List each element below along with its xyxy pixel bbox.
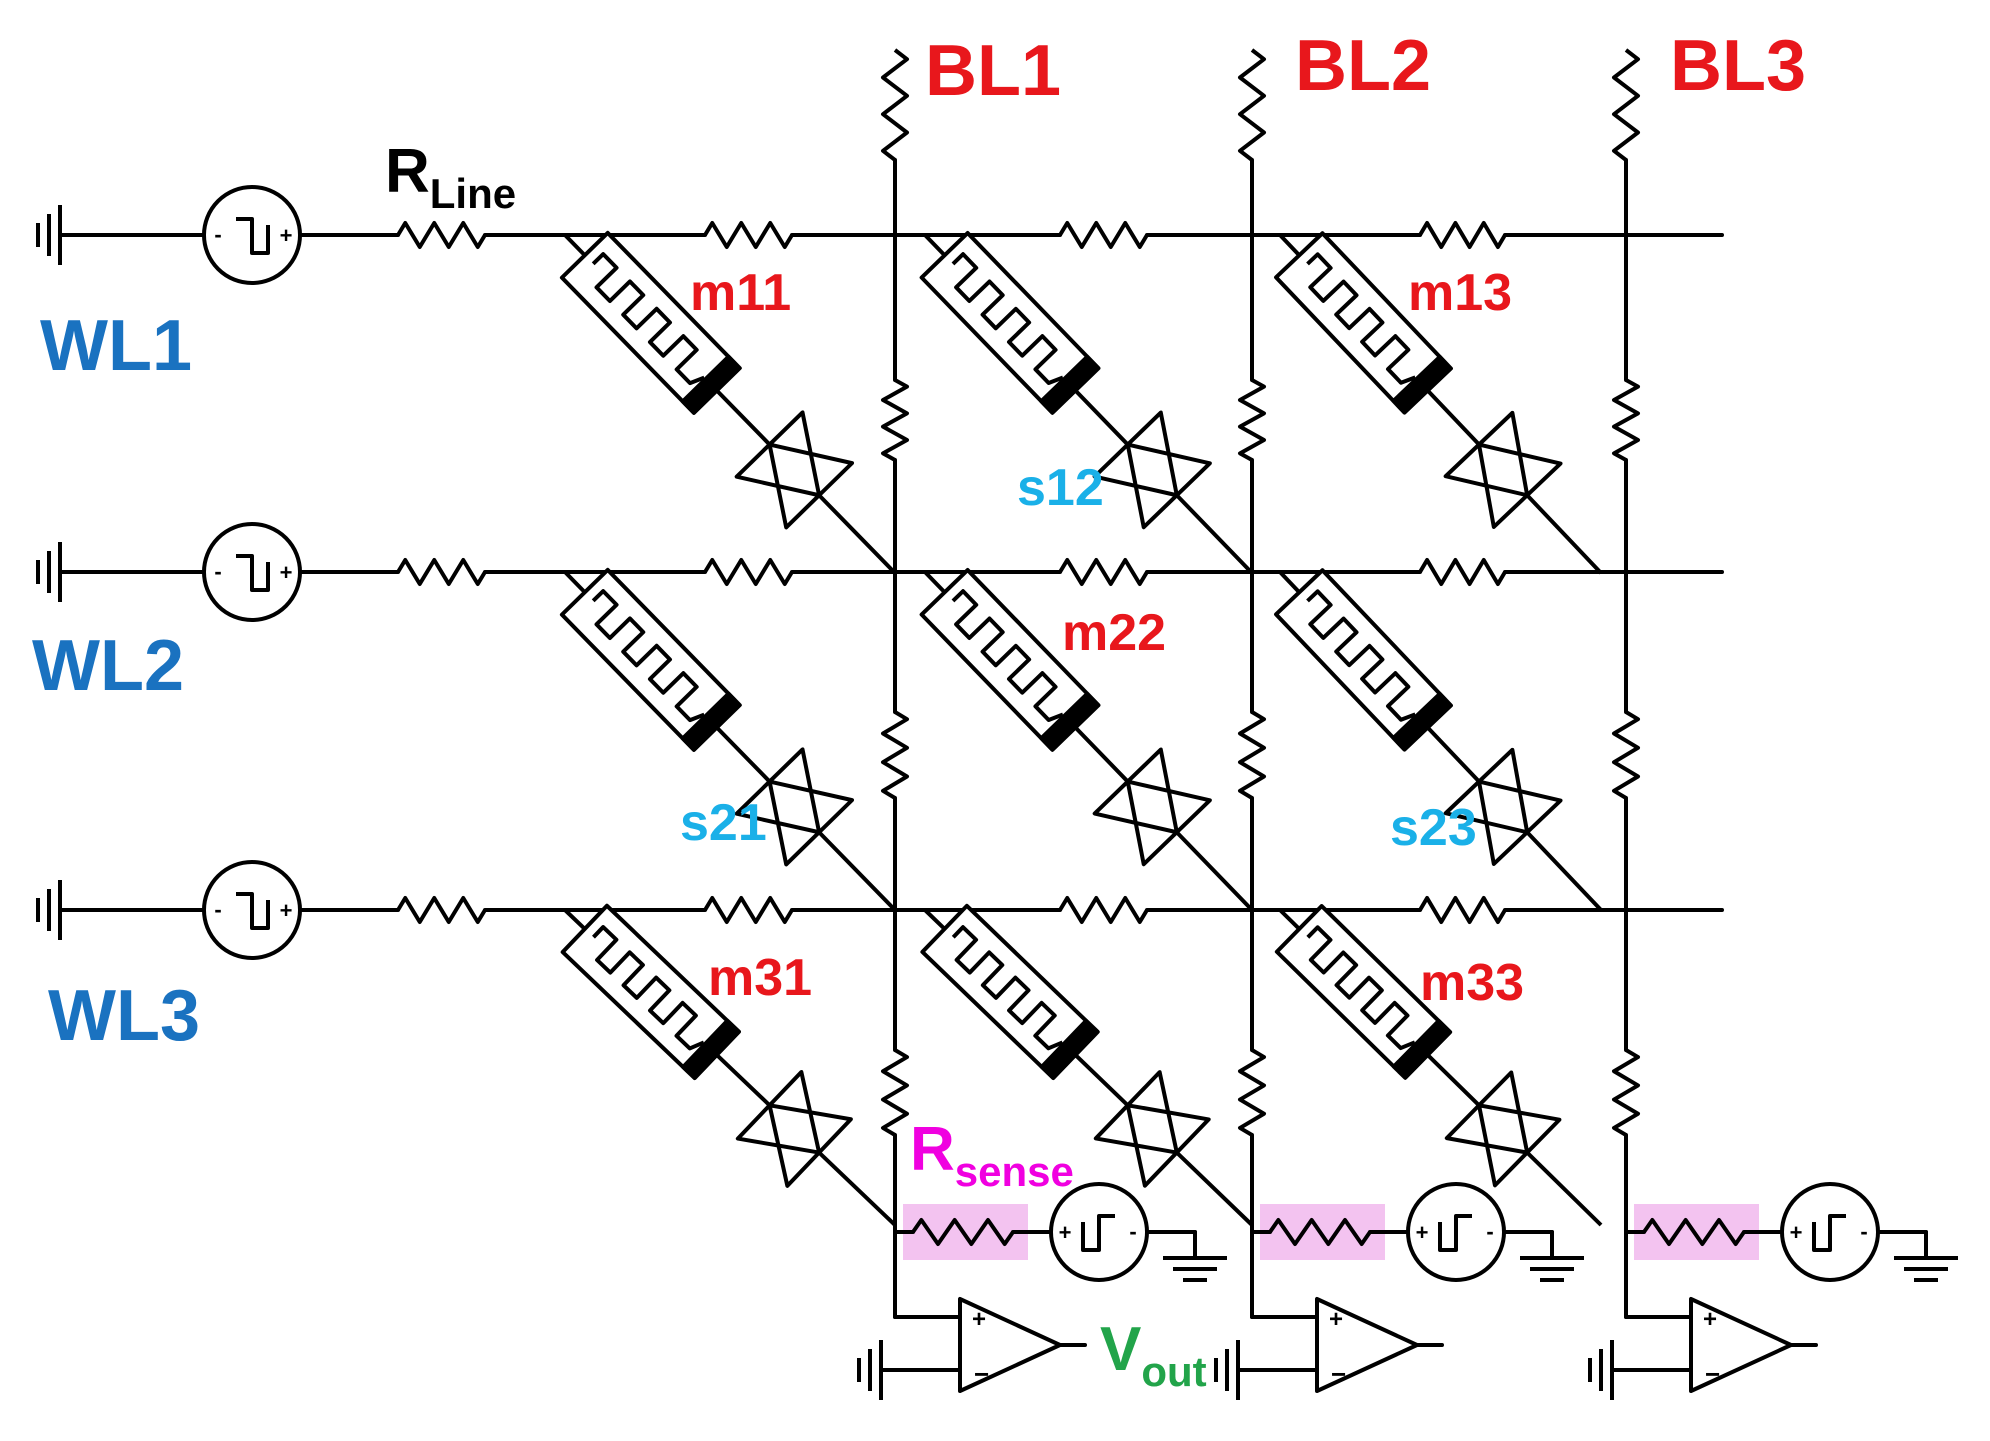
cell-m23	[1274, 568, 1603, 912]
opamp-ground-icon	[857, 1340, 883, 1400]
opamp-ground-icon	[1214, 1340, 1240, 1400]
bitline-resistor-icon	[881, 48, 909, 162]
selector-icon	[1125, 1103, 1211, 1188]
cell-m32	[920, 903, 1254, 1227]
cell-m11	[559, 230, 897, 575]
memristor-label: m11	[690, 264, 791, 322]
memristor-label: m13	[1408, 264, 1512, 322]
opamp-plus-label: +	[1703, 1306, 1717, 1333]
source-minus-label: -	[1860, 1219, 1867, 1244]
memristor-label: m31	[708, 949, 812, 1007]
wordline-ground-icon	[36, 880, 62, 940]
rsense-resistor-icon	[1642, 1218, 1746, 1246]
wordline-resistor-icon	[1058, 221, 1149, 249]
opamp-minus-label: −	[1331, 1359, 1346, 1389]
rline-resistor-icon	[396, 221, 487, 249]
memristor-label: m33	[1420, 954, 1524, 1012]
bitline-label-1: BL1	[925, 31, 1061, 111]
wordline-resistor-icon	[1418, 221, 1507, 249]
cell-m12	[919, 231, 1254, 575]
source-minus-label: -	[214, 559, 221, 584]
wordline-source-icon: -+	[202, 860, 302, 960]
wordline-ground-icon	[36, 205, 62, 265]
bitline-resistor-icon	[1238, 710, 1266, 800]
bitline-resistor-icon	[1612, 710, 1640, 800]
bitline-resistor-icon	[1238, 378, 1266, 462]
wordline-label-3: WL3	[48, 976, 200, 1056]
rsense-highlight	[903, 1204, 1028, 1260]
rsense-highlight	[1634, 1204, 1759, 1260]
sense-source-icon: -+	[1406, 1182, 1506, 1282]
bitline-resistor-icon	[881, 1048, 909, 1137]
bitline-resistor-icon	[1612, 48, 1640, 162]
opamp-minus-label: −	[974, 1359, 989, 1389]
sense-source-icon: -+	[1780, 1182, 1880, 1282]
cell-m22	[919, 568, 1254, 912]
wordline-resistor-icon	[1418, 896, 1507, 924]
wordline-resistor-icon	[703, 558, 794, 586]
wordline-resistor-icon	[1418, 558, 1507, 586]
opamp-ground-icon	[1588, 1340, 1614, 1400]
wordline-resistor-icon	[1058, 896, 1149, 924]
rsense-resistor-icon	[911, 1218, 1015, 1246]
opamp-plus-label: +	[1329, 1306, 1343, 1333]
source-plus-label: +	[280, 898, 293, 923]
rsense-resistor-icon	[1268, 1218, 1372, 1246]
sense-ground-icon	[1520, 1256, 1584, 1282]
wordline-source-icon: -+	[202, 522, 302, 622]
opamp-icon: +−	[1689, 1297, 1793, 1393]
selector-label: s21	[680, 794, 767, 852]
memristor-label: m22	[1062, 604, 1166, 662]
selector-label: s23	[1390, 799, 1477, 857]
rsense-label: Rsense	[910, 1115, 1074, 1195]
selector-label: s12	[1017, 459, 1104, 517]
source-plus-label: +	[1416, 1220, 1429, 1245]
source-plus-label: +	[1790, 1220, 1803, 1245]
cell-m33	[1274, 904, 1603, 1227]
wordline-source-icon: -+	[202, 185, 302, 285]
source-minus-label: -	[214, 897, 221, 922]
wordline-ground-icon	[36, 542, 62, 602]
source-plus-label: +	[1059, 1220, 1072, 1245]
wordline-resistor-icon	[703, 221, 794, 249]
rline-label: RLine	[385, 137, 516, 217]
source-minus-label: -	[1486, 1219, 1493, 1244]
bitline-label-2: BL2	[1295, 26, 1431, 106]
opamp-plus-label: +	[972, 1306, 986, 1333]
source-minus-label: -	[214, 222, 221, 247]
source-plus-label: +	[280, 560, 293, 585]
bitline-resistor-icon	[1238, 1048, 1266, 1137]
source-plus-label: +	[280, 223, 293, 248]
rline-resistor-icon	[396, 896, 487, 924]
bitline-resistor-icon	[881, 710, 909, 800]
wordline-resistor-icon	[703, 896, 794, 924]
wordline-label-2: WL2	[32, 626, 184, 706]
bitline-label-3: BL3	[1670, 26, 1806, 106]
sense-ground-icon	[1163, 1256, 1227, 1282]
rsense-highlight	[1260, 1204, 1385, 1260]
rline-resistor-icon	[396, 558, 487, 586]
wordline-label-1: WL1	[40, 306, 192, 386]
cell-m31	[560, 903, 897, 1227]
vout-label: Vout	[1100, 1315, 1207, 1395]
source-minus-label: -	[1129, 1219, 1136, 1244]
opamp-minus-label: −	[1705, 1359, 1720, 1389]
sense-ground-icon	[1894, 1256, 1958, 1282]
bitline-resistor-icon	[1238, 48, 1266, 162]
cell-m13	[1274, 231, 1603, 575]
sense-source-icon: -+	[1049, 1182, 1149, 1282]
bitline-resistor-icon	[1612, 378, 1640, 462]
opamp-icon: +−	[958, 1297, 1062, 1393]
cell-m21	[559, 567, 897, 912]
opamp-icon: +−	[1315, 1297, 1419, 1393]
wordline-resistor-icon	[1058, 558, 1149, 586]
bitline-resistor-icon	[881, 378, 909, 462]
bitline-resistor-icon	[1612, 1048, 1640, 1137]
